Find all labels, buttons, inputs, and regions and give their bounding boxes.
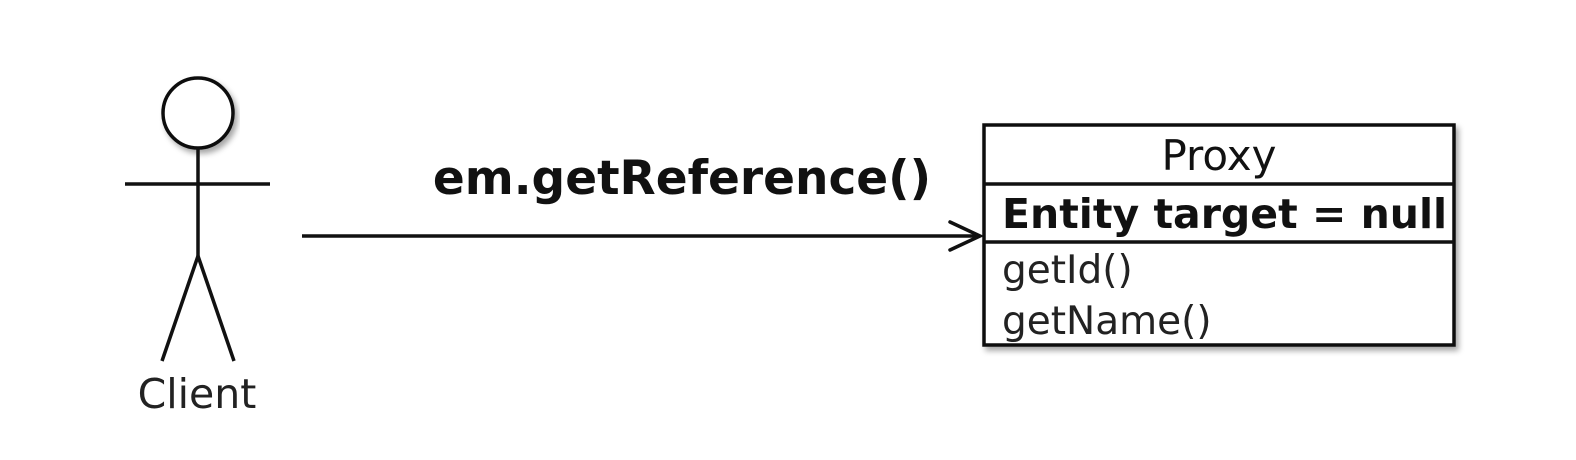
actor-left-leg bbox=[160, 255, 200, 362]
proxy-class-box: Proxy Entity target = null getId() getNa… bbox=[982, 123, 1456, 347]
client-actor: Client bbox=[125, 76, 270, 418]
class-box-outline bbox=[982, 123, 1456, 347]
actor-label: Client bbox=[138, 370, 257, 418]
message-label: em.getReference() bbox=[433, 151, 931, 206]
class-name: Proxy bbox=[1161, 131, 1276, 180]
get-reference-message: em.getReference() bbox=[302, 151, 985, 252]
class-method: getId() bbox=[1002, 248, 1133, 293]
actor-right-leg bbox=[196, 255, 236, 362]
message-arrowhead bbox=[948, 220, 985, 252]
actor-head bbox=[161, 76, 235, 150]
class-method: getName() bbox=[1002, 299, 1212, 344]
class-attribute: Entity target = null bbox=[1002, 190, 1447, 238]
